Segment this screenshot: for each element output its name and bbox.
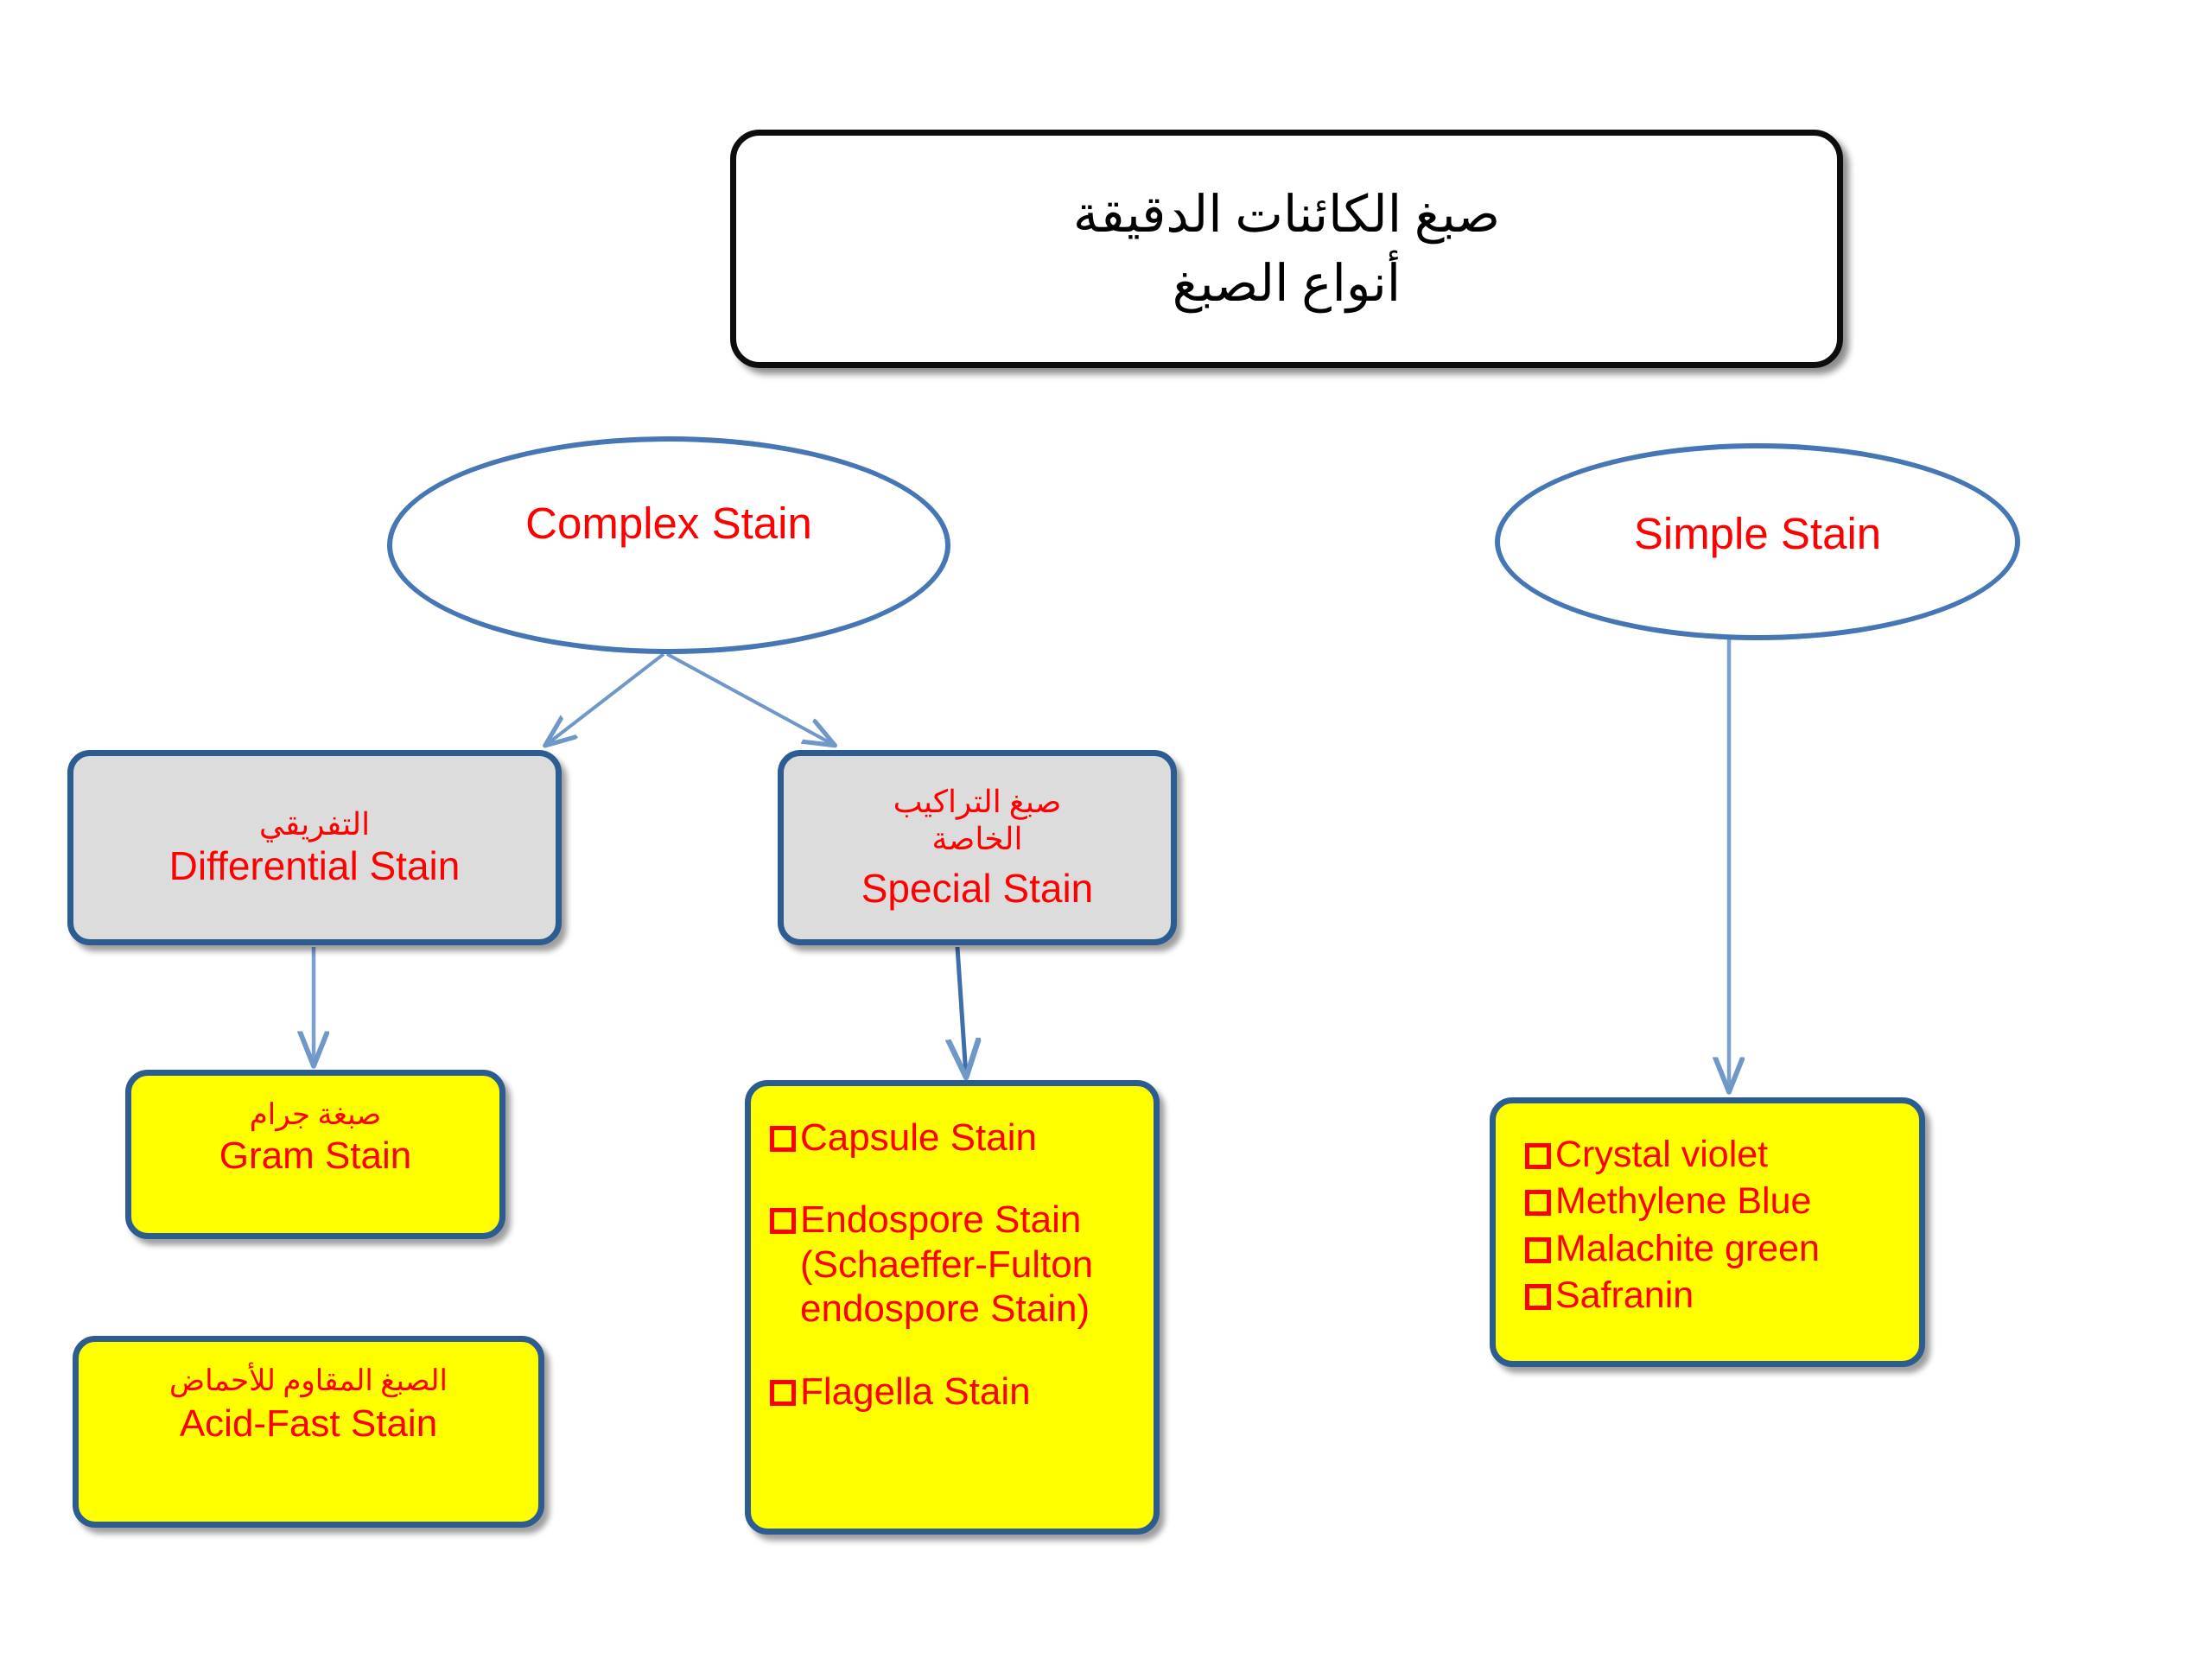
node-special-stain[interactable]: صبغ التراكيب الخاصة Special Stain: [778, 750, 1177, 945]
hollow-square-bullet-icon: [1525, 1236, 1551, 1263]
list-item-label: Capsule Stain: [800, 1116, 1037, 1159]
node-gram-stain[interactable]: صبغة جرام Gram Stain: [125, 1070, 505, 1239]
gram-stain-english: Gram Stain: [219, 1135, 412, 1178]
differential-stain-english: Differential Stain: [168, 842, 461, 888]
list-item-label: Malachite green: [1555, 1227, 1820, 1269]
list-item-label: Safranin: [1555, 1274, 1694, 1316]
hollow-square-bullet-icon: [770, 1126, 796, 1152]
node-differential-stain[interactable]: التفريقي Differential Stain: [67, 750, 562, 945]
list-item[interactable]: Crystal violet: [1525, 1133, 1902, 1176]
hollow-square-bullet-icon: [770, 1208, 796, 1235]
node-complex-stain[interactable]: Complex Stain: [387, 436, 950, 654]
diagram-title-box: صبغ الكائنات الدقيقة أنواع الصبغ: [730, 130, 1843, 368]
hollow-square-bullet-icon: [770, 1379, 796, 1406]
connector-special-to-list: [957, 946, 966, 1076]
node-simple-stain-label: Simple Stain: [1633, 508, 1882, 558]
list-item[interactable]: Capsule Stain: [770, 1116, 1136, 1160]
simple-stain-list: Crystal violet Methylene Blue Malachite …: [1525, 1133, 1902, 1317]
connector-complex-to-differential: [546, 652, 665, 745]
list-item[interactable]: Endospore Stain (Schaeffer-Fulton endosp…: [770, 1198, 1136, 1331]
connector-complex-to-special: [666, 652, 834, 745]
special-stain-list: Capsule Stain Endospore Stain (Schaeffer…: [770, 1116, 1136, 1414]
list-item[interactable]: Malachite green: [1525, 1227, 1902, 1270]
acid-fast-stain-arabic: الصبغ المقاوم للأحماض: [169, 1365, 448, 1397]
page-title-line-2: أنواع الصبغ: [1172, 255, 1402, 312]
hollow-square-bullet-icon: [1525, 1143, 1551, 1169]
hollow-square-bullet-icon: [1525, 1190, 1551, 1217]
node-simple-stain-list[interactable]: Crystal violet Methylene Blue Malachite …: [1490, 1097, 1925, 1367]
acid-fast-stain-english: Acid-Fast Stain: [179, 1402, 438, 1446]
special-stain-english: Special Stain: [861, 866, 1094, 912]
list-item-label: Crystal violet: [1555, 1134, 1769, 1175]
list-item-label: Flagella Stain: [800, 1370, 1031, 1413]
list-item-label: Endospore Stain (Schaeffer-Fulton endosp…: [800, 1198, 1094, 1331]
node-acid-fast-stain[interactable]: الصبغ المقاوم للأحماض Acid-Fast Stain: [73, 1336, 544, 1528]
node-complex-stain-label: Complex Stain: [525, 498, 812, 548]
gram-stain-arabic: صبغة جرام: [249, 1099, 382, 1131]
differential-stain-arabic: التفريقي: [258, 807, 371, 842]
special-stain-arabic-line-2: الخاصة: [931, 821, 1023, 856]
node-special-stain-list[interactable]: Capsule Stain Endospore Stain (Schaeffer…: [745, 1080, 1160, 1535]
list-item[interactable]: Safranin: [1525, 1274, 1902, 1317]
special-stain-arabic-line-1: صبغ التراكيب: [893, 785, 1062, 820]
page-title-line-1: صبغ الكائنات الدقيقة: [1072, 185, 1501, 243]
list-item[interactable]: Methylene Blue: [1525, 1179, 1902, 1223]
hollow-square-bullet-icon: [1525, 1283, 1551, 1310]
list-item-label: Methylene Blue: [1555, 1180, 1812, 1223]
list-item[interactable]: Flagella Stain: [770, 1370, 1136, 1414]
node-simple-stain[interactable]: Simple Stain: [1495, 443, 2020, 640]
